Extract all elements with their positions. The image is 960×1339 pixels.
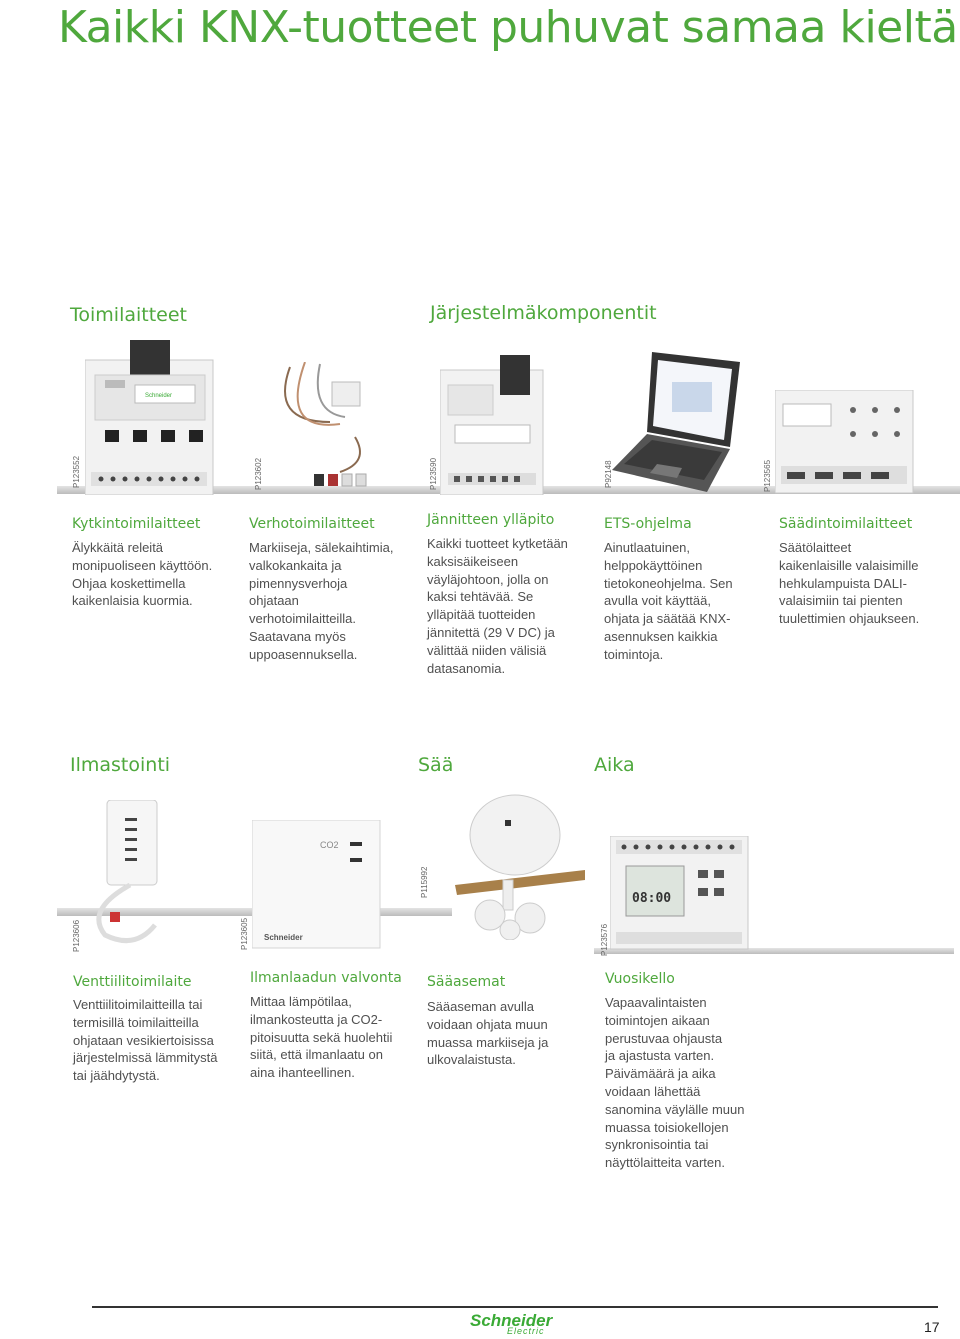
product-brand-label: Schneider <box>264 933 303 942</box>
product-title-verhotoimilaitteet: Verhotoimilaitteet <box>249 516 375 532</box>
product-band-row2-right <box>594 948 954 954</box>
product-code: P123552 <box>72 455 81 488</box>
product-desc-saaasemat: Sääaseman avulla voidaan ohjata muun mua… <box>427 999 549 1068</box>
page-title: Kaikki KNX-tuotteet puhuvat samaa kieltä <box>58 2 958 53</box>
schneider-logo: Schneider <box>470 1311 553 1330</box>
product-desc-jannitteen-yllapito: Kaikki tuotteet kytketään kaksisäikeisee… <box>427 536 568 676</box>
section-heading-aika: Aika <box>594 754 635 776</box>
product-title-ets-ohjelma: ETS-ohjelma <box>604 516 692 532</box>
dimmer-actuator-image <box>775 390 914 494</box>
power-supply-image <box>440 355 544 495</box>
product-title-kytkintoimilaitteet: Kytkintoimilaitteet <box>72 516 201 532</box>
product-title-jannitteen-yllapito: Jännitteen ylläpito <box>427 512 555 528</box>
switch-actuator-image: Schneider <box>85 340 214 495</box>
product-desc-ets-ohjelma: Ainutlaatuinen, helppokäyttöinen tietoko… <box>604 540 733 662</box>
page-number: 17 <box>924 1319 940 1335</box>
product-desc-ilmanlaadun-valvonta: Mittaa lämpötilaa, ilmankosteutta ja CO2… <box>250 994 393 1081</box>
footer-divider <box>92 1306 938 1308</box>
product-desc-vuosikello: Vapaavalintaisten toimintojen aikaan per… <box>605 995 745 1171</box>
co2-label: CO2 <box>320 840 339 850</box>
product-code: P123565 <box>763 459 772 492</box>
air-quality-sensor-image: CO2 Schneider <box>252 820 381 949</box>
product-code: P123576 <box>600 923 609 956</box>
product-brand-label: Schneider <box>145 393 172 399</box>
clock-display: 08:00 <box>632 891 671 906</box>
product-code: P92148 <box>604 460 613 488</box>
product-title-vuosikello: Vuosikello <box>605 971 675 987</box>
product-desc-saadintoimilaitteet: Säätölaitteet kaikenlaisille valaisimill… <box>779 540 920 627</box>
product-title-saadintoimilaitteet: Säädintoimilaitteet <box>779 516 913 532</box>
product-code: P123590 <box>429 457 438 490</box>
product-desc-verhotoimilaitteet: Markiiseja, sälekaihtimia, valkokankaita… <box>249 540 394 662</box>
weather-station-image <box>455 794 585 940</box>
product-desc-venttiilitoimilaite: Venttiilitoimilaitteilla tai termisillä … <box>73 997 218 1084</box>
product-code: P123602 <box>254 457 263 490</box>
section-heading-saa: Sää <box>418 754 454 776</box>
product-title-saaasemat: Sääasemat <box>427 974 506 990</box>
schneider-logo-sub: Electric <box>507 1326 545 1336</box>
laptop-image <box>612 352 740 492</box>
product-title-venttiilitoimilaite: Venttiilitoimilaite <box>73 974 192 990</box>
section-heading-jarjestelma: Järjestelmäkomponentit <box>430 302 657 324</box>
valve-actuator-image <box>96 800 158 944</box>
annual-clock-image: 08:00 <box>610 836 749 950</box>
section-heading-toimilaitteet: Toimilaitteet <box>70 304 187 326</box>
product-code: P115992 <box>420 866 429 898</box>
product-code: P123606 <box>72 919 81 952</box>
product-desc-kytkintoimilaitteet: Älykkäitä releitä monipuoliseen käyttöön… <box>72 540 213 609</box>
product-title-ilmanlaadun-valvonta: Ilmanlaadun valvonta <box>250 970 402 986</box>
product-code: P123605 <box>240 917 249 950</box>
blind-actuator-image <box>284 362 367 487</box>
section-heading-ilmastointi: Ilmastointi <box>70 754 171 776</box>
